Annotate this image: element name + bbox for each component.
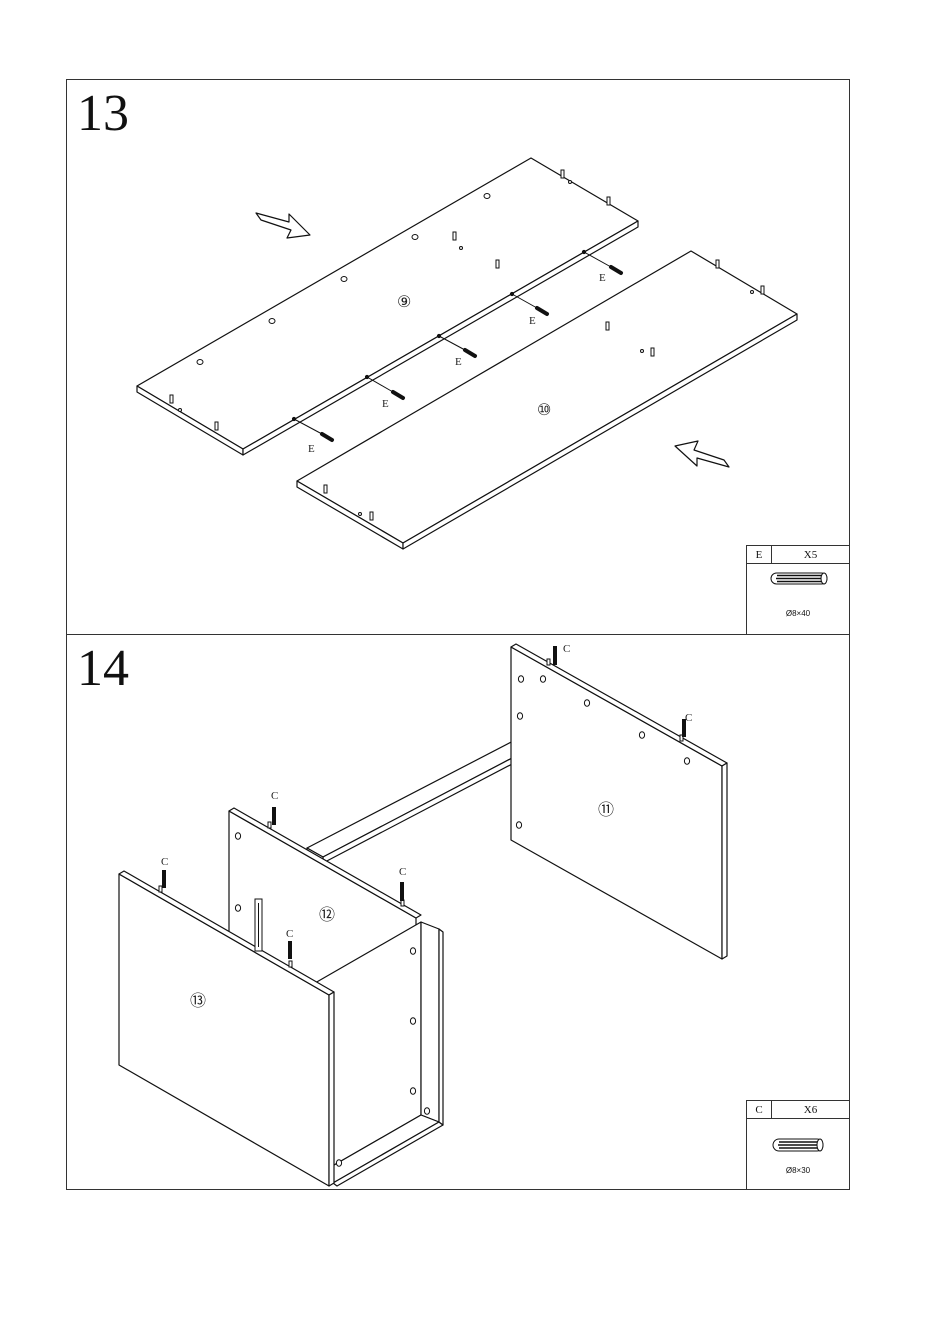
dowel-label: C <box>399 866 406 878</box>
hardware-legend-e: E X5 Ø8×40 <box>746 545 850 635</box>
dowel-dimension: Ø8×40 <box>747 609 849 618</box>
dowel-label: E <box>382 398 389 410</box>
arrow-icon <box>256 213 310 238</box>
dowel-icon <box>747 564 851 636</box>
part-label-10: ⑩ <box>537 402 551 419</box>
hardware-quantity: X5 <box>772 546 849 563</box>
dowel-label: C <box>685 712 692 724</box>
hardware-code: C <box>747 1101 772 1118</box>
panel-11 <box>511 644 727 959</box>
arrow-icon <box>675 441 729 467</box>
part-label-11: ⑪ <box>598 801 614 819</box>
step-13-panel: 13 <box>66 79 850 635</box>
dowel-label: E <box>455 356 462 368</box>
step-14-panel: 14 <box>66 634 850 1190</box>
hardware-quantity: X6 <box>772 1101 849 1118</box>
dowel-dimension: Ø8×30 <box>747 1166 849 1175</box>
step-14-diagram: C C C C C C ⑪ ⑫ ⑬ <box>67 635 851 1191</box>
part-label-9: ⑨ <box>397 294 411 311</box>
part-label-13: ⑬ <box>190 992 206 1010</box>
hardware-legend-c: C X6 Ø8×30 <box>746 1100 850 1190</box>
dowel-label: C <box>286 928 293 940</box>
dowel-label: E <box>308 443 315 455</box>
step-13-diagram: E E E E E ⑨ ⑩ <box>67 80 851 636</box>
dowel-label: C <box>271 790 278 802</box>
back-rail <box>307 738 535 863</box>
hardware-code: E <box>747 546 772 563</box>
dowel-label: E <box>599 272 606 284</box>
dowel-icon <box>747 1119 851 1191</box>
dowel-label: E <box>529 315 536 327</box>
dowel-label: C <box>563 643 570 655</box>
drawer-runner <box>255 899 262 951</box>
part-label-12: ⑫ <box>319 906 335 924</box>
dowel-label: C <box>161 856 168 868</box>
